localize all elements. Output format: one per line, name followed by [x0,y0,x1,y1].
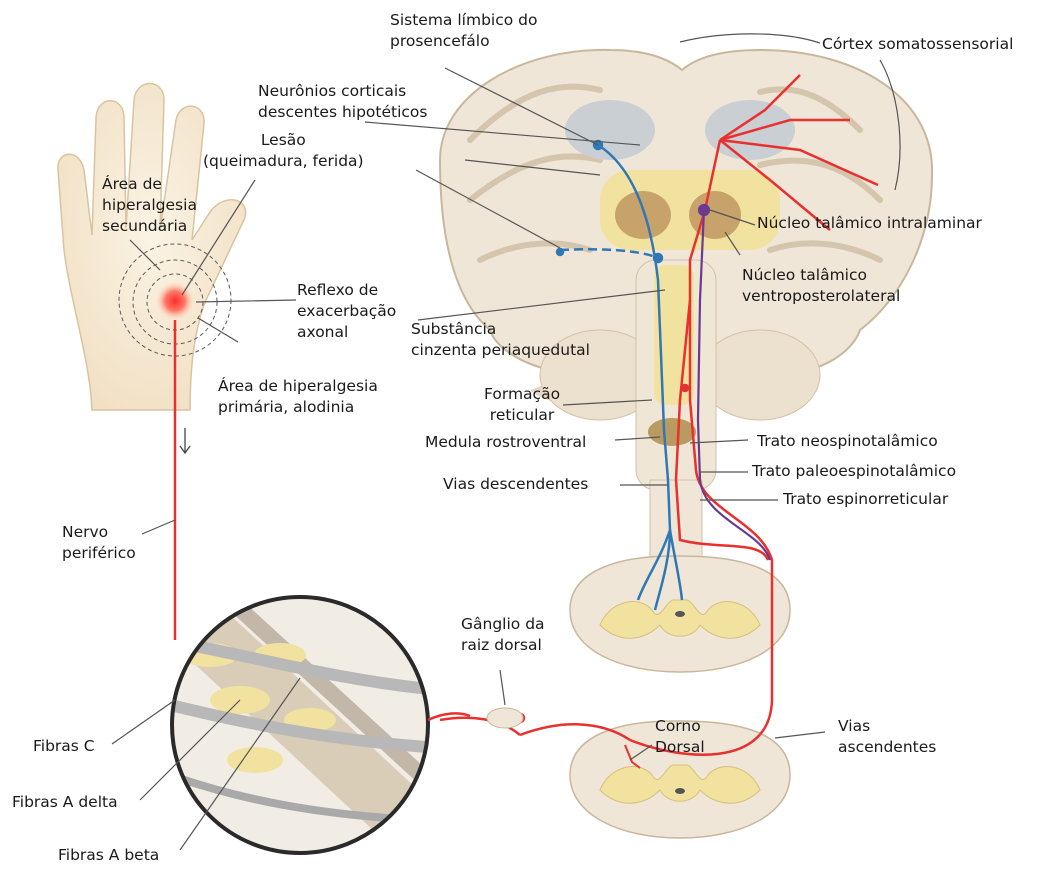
label-neospinothalamic-tract: Trato neospinotalâmico [757,431,938,452]
label-dorsal-root-ganglion: Gânglio da raiz dorsal [461,614,545,656]
label-a-beta-fibers: Fibras A beta [58,845,159,866]
label-descending-cortical-neurons: Neurônios corticais descentes hipotético… [258,81,427,123]
spinal-section-upper [570,556,790,672]
lesion-spot [155,281,195,321]
label-limbic-system: Sistema límbico do prosencefálo [390,10,537,52]
nerve-magnified-circle [150,597,470,870]
label-somatosensory-cortex: Córtex somatossensorial [822,34,1013,55]
label-ascending-pathways: Vias ascendentes [838,716,936,758]
label-intralaminar-nucleus: Núcleo talâmico intralaminar [757,213,982,234]
label-secondary-hyperalgesia: Área de hiperalgesia secundária [102,174,197,237]
label-spinoreticular-tract: Trato espinorreticular [783,489,948,510]
label-peripheral-nerve: Nervo periférico [62,522,136,564]
label-primary-hyperalgesia: Área de hiperalgesia primária, alodinia [218,376,378,418]
label-rostroventral-medulla: Medula rostroventral [425,432,586,453]
label-a-delta-fibers: Fibras A delta [12,792,118,813]
label-lesion: Lesão (queimadura, ferida) [203,130,364,172]
label-paleospinothalamic-tract: Trato paleoespinotalâmico [752,461,956,482]
label-dorsal-horn: Corno Dorsal [655,716,705,758]
label-periaqueductal-gray: Substância cinzenta periaquedutal [411,319,590,361]
label-reticular-formation: Formação reticular [484,384,560,426]
label-axon-reflex: Reflexo de exacerbação axonal [297,280,396,343]
label-c-fibers: Fibras C [33,736,95,757]
label-descending-pathways: Vias descendentes [443,474,588,495]
label-ventroposterolateral-nucleus: Núcleo talâmico ventroposterolateral [742,265,900,307]
